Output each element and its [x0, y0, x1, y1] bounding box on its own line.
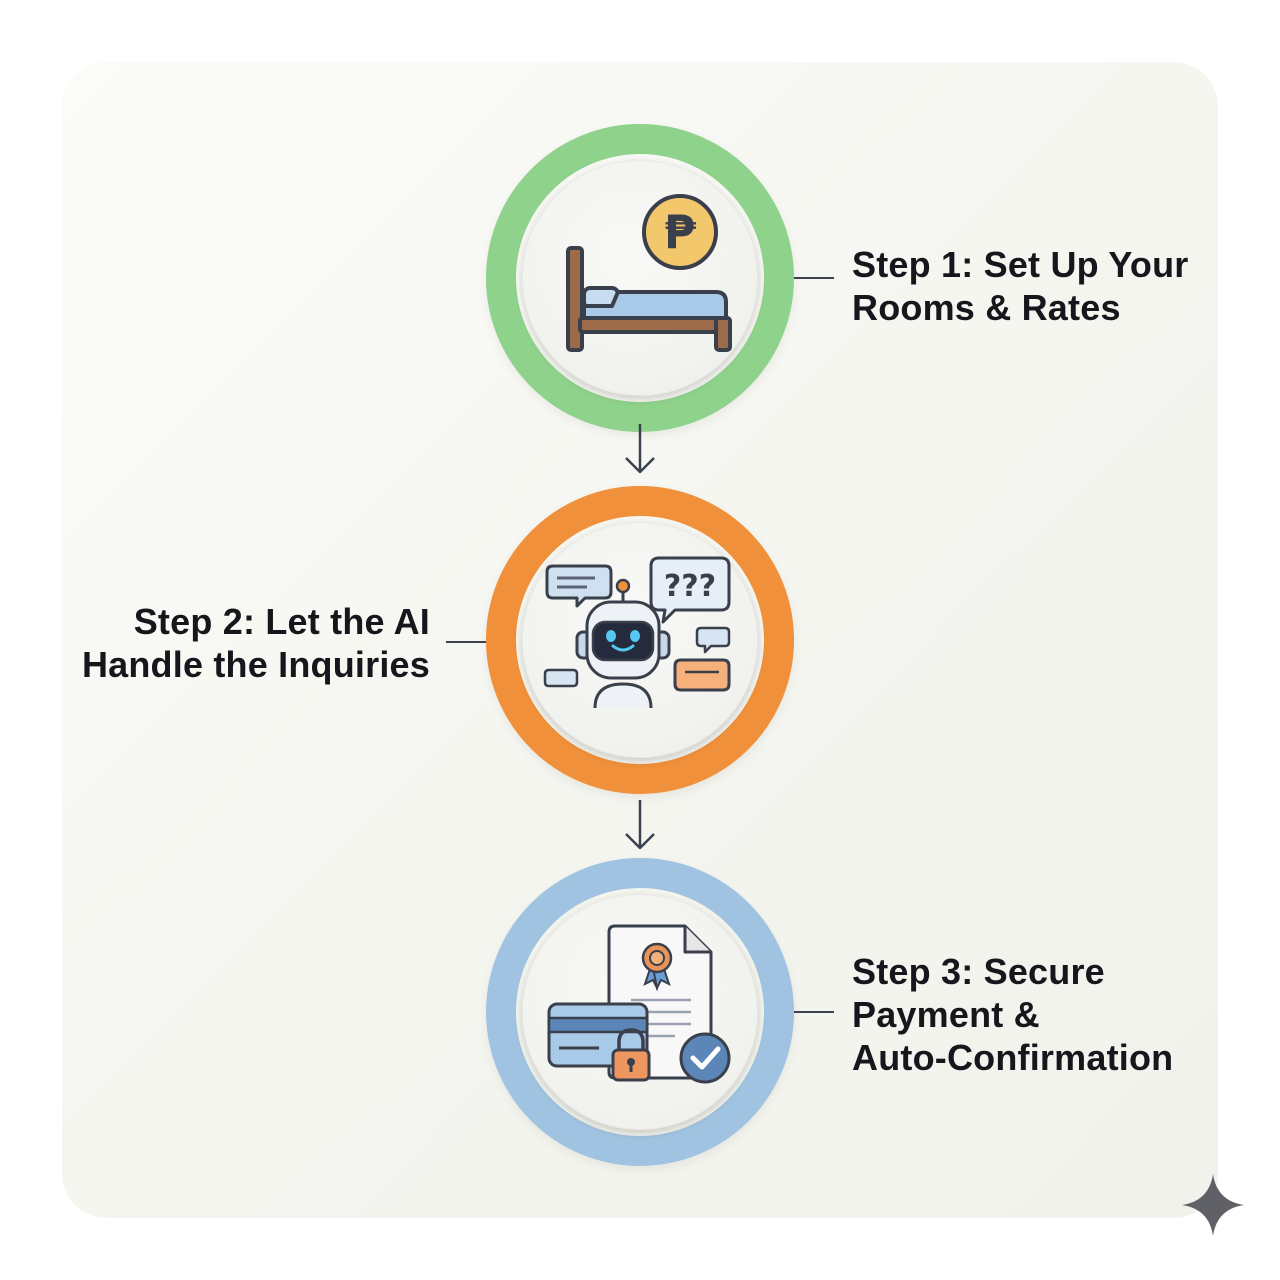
secure-payment-confirmation-icon [547, 924, 731, 1084]
step-1-label-line-1: Step 1: Set Up Your [852, 244, 1189, 285]
step-3-connector-line [794, 1011, 834, 1013]
step-3-ring [486, 858, 794, 1166]
ai-chatbot-icon: ??? [543, 556, 731, 709]
step-2-ring: ??? [486, 486, 794, 794]
sparkle-icon [1182, 1174, 1244, 1236]
step-2-icon-circle: ??? [522, 522, 758, 758]
step-3-label-line-3: Auto-Confirmation [852, 1037, 1174, 1078]
step-3-label: Step 3: Secure Payment & Auto-Confirmati… [852, 950, 1173, 1079]
question-marks: ??? [664, 569, 716, 604]
step-2-label-line-2: Handle the Inquiries [81, 644, 430, 685]
step-1-ring: ₱ [486, 124, 794, 432]
step-1-connector-line [794, 277, 834, 279]
step-1-label-line-2: Rooms & Rates [852, 287, 1121, 328]
step-2-label: Step 2: Let the AI Handle the Inquiries [82, 600, 430, 686]
peso-coin-symbol: ₱ [664, 205, 696, 259]
step-3-label-line-2: Payment & [852, 994, 1040, 1035]
step-3-label-line-1: Step 3: Secure [852, 951, 1105, 992]
step-2-connector-line [446, 641, 486, 643]
down-arrow-icon [625, 424, 655, 474]
bed-with-peso-coin-icon: ₱ [566, 194, 732, 352]
step-1-icon-circle: ₱ [522, 160, 758, 396]
step-2-label-line-1: Step 2: Let the AI [133, 601, 430, 642]
step-1-label: Step 1: Set Up Your Rooms & Rates [852, 243, 1189, 329]
down-arrow-icon [625, 800, 655, 850]
step-3-icon-circle [522, 894, 758, 1130]
